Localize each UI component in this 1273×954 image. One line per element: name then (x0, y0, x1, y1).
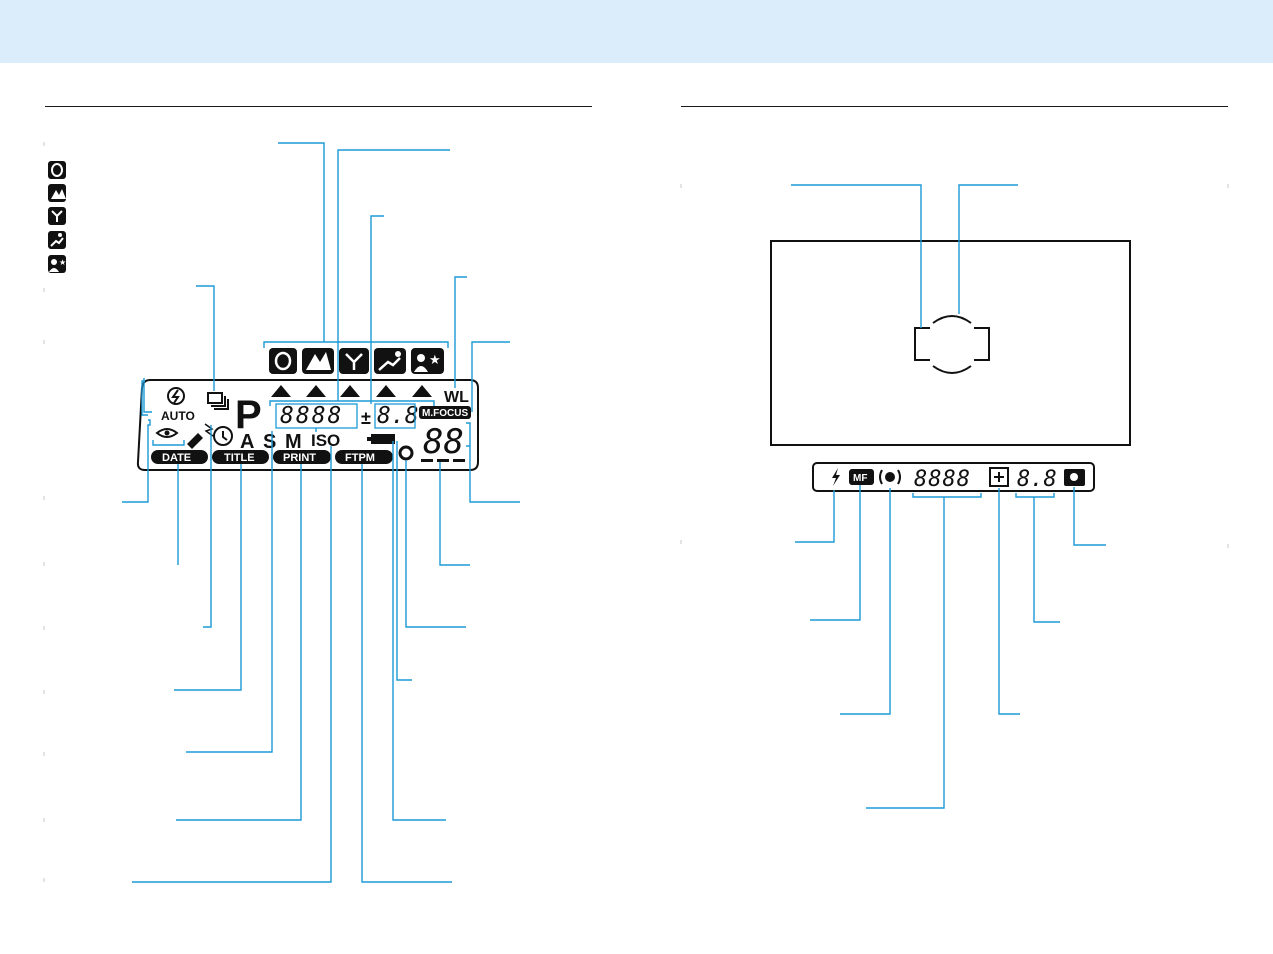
leader-vf-focus-signal (840, 488, 891, 715)
vf-focus-signal-icon (879, 469, 901, 485)
leader-frame-counter (466, 422, 520, 503)
lcd-close-up-icon (339, 348, 369, 374)
lcd-title-pill: TITLE (212, 450, 269, 464)
lcd-fill-flash-icon (187, 433, 203, 449)
vf-mf-label: MF (853, 473, 867, 484)
lcd-shutter-mode-letter: S (263, 431, 276, 453)
leader-title (174, 464, 242, 691)
lcd-small-digits: 8.8 (377, 403, 419, 429)
lcd-leader-lines (122, 142, 520, 883)
leader-box-small-digits (374, 403, 416, 429)
leader-wl (454, 276, 467, 388)
lcd-ftpm-pill: FTPM (335, 450, 393, 464)
leader-af-frame (791, 184, 922, 328)
lcd-film-cartridge-icon (398, 445, 414, 461)
leader-eye-pen-bracket (152, 440, 185, 446)
leader-iso (132, 446, 332, 883)
vf-flash-icon (832, 468, 840, 486)
legend-portrait-icon (48, 161, 66, 179)
leader-vf-digits-bracket (866, 493, 982, 809)
leader-vf-small-digits-bracket (1015, 493, 1060, 623)
right-section-rule (681, 106, 1228, 107)
lcd-aperture-mode-letter: A (240, 431, 254, 453)
svg-text:★: ★ (59, 258, 66, 267)
legend-night-portrait-icon: ★ (48, 255, 66, 273)
subject-program-legend: ★ (48, 161, 66, 273)
vf-mf-badge: MF (849, 469, 874, 485)
lcd-sports-icon (374, 348, 406, 374)
leader-vf-mf (810, 485, 861, 621)
leader-battery-2 (392, 441, 446, 821)
header-band (0, 0, 1273, 63)
lcd-flash-cancel-icon (167, 387, 185, 405)
lcd-portrait-icon (269, 348, 297, 374)
leader-film-transport (439, 462, 470, 566)
leader-vf-exposure-comp (998, 488, 1020, 715)
vf-exposure-compensation-icon (989, 467, 1009, 487)
lcd-wl-label: WL (444, 389, 469, 406)
left-section-rule (45, 106, 592, 107)
leader-vf-flash (795, 490, 835, 543)
legend-sports-icon (48, 231, 66, 249)
leader-flash-bracket (143, 378, 152, 413)
lcd-iso-label: ISO (311, 431, 340, 450)
lcd-continuous-drive-icon (207, 392, 229, 410)
viewfinder-leader-lines (795, 485, 1106, 809)
vf-spot-meter-icon (1064, 469, 1085, 486)
vf-small-digits: 8.8 (1017, 467, 1057, 492)
lcd-program-mode-letter: P (235, 393, 262, 437)
autofocus-frame (914, 315, 990, 374)
lcd-mfocus-badge: M.FOCUS (419, 406, 471, 419)
leader-mode-m (186, 431, 273, 753)
lcd-auto-label: AUTO (161, 409, 195, 423)
lcd-panel: ★ AUTO (136, 348, 479, 471)
leader-continuous-drive (196, 285, 215, 391)
leader-spot-circle (958, 184, 1018, 314)
lcd-subject-program-icons: ★ (269, 348, 444, 374)
viewfinder-frame (770, 240, 1131, 446)
lcd-title-label: TITLE (224, 452, 255, 464)
lcd-night-portrait-icon: ★ (411, 348, 444, 374)
vf-digits: 8888 (914, 467, 971, 492)
leader-print (176, 464, 302, 821)
lcd-mfocus-label: M.FOCUS (422, 408, 468, 419)
lcd-frame-counter-digits: 88 (423, 422, 464, 462)
lcd-main-digits: 8888 (280, 403, 343, 429)
viewfinder-display-bar (812, 462, 1095, 492)
lcd-exposure-compensation-icon: ± (361, 408, 371, 428)
leader-exposure-compensation (370, 215, 384, 404)
svg-text:★: ★ (429, 352, 441, 367)
leader-ftpm (361, 464, 452, 883)
leader-film-cartridge (405, 460, 466, 628)
lcd-battery-icon (367, 434, 395, 444)
lcd-manual-mode-letter: M (285, 431, 302, 453)
leader-mfocus (471, 341, 510, 412)
leader-battery (396, 441, 412, 681)
lcd-ftpm-label: FTPM (345, 452, 375, 464)
lcd-film-transport-bars (421, 459, 465, 462)
lcd-red-eye-icon (155, 428, 179, 438)
lcd-landscape-icon (302, 348, 334, 374)
legend-landscape-icon (48, 184, 66, 202)
leader-subject-program (263, 142, 449, 348)
leader-self-timer (203, 425, 212, 628)
lcd-date-pill: DATE (151, 450, 208, 464)
leader-vf-spot-meter (1073, 487, 1106, 546)
legend-close-up-icon (48, 207, 66, 225)
lcd-self-timer-icon (204, 423, 233, 446)
lcd-print-pill: PRINT (273, 450, 331, 464)
lcd-print-label: PRINT (283, 452, 316, 464)
margin-ticks (43, 142, 1229, 882)
lcd-date-label: DATE (162, 452, 191, 464)
viewfinder: MF 8888 8.8 (770, 184, 1131, 809)
leader-indicator-triangles (269, 149, 450, 406)
